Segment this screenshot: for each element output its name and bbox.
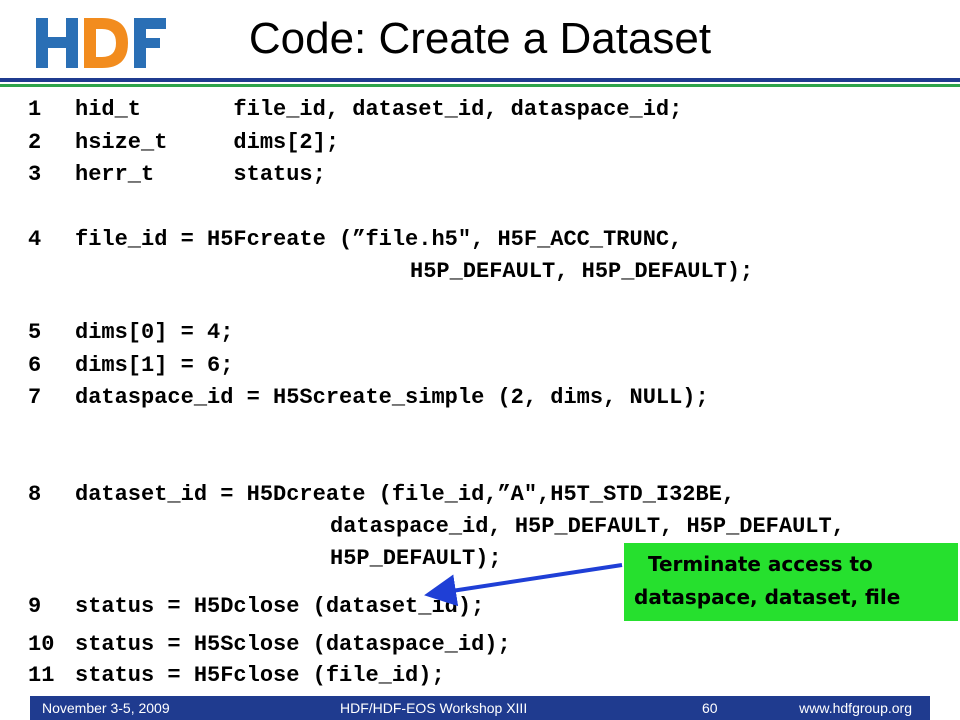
code-line: dataset_id = H5Dcreate (file_id,”A",H5T_… (75, 482, 736, 507)
line-number: 1 (28, 97, 42, 122)
slide-footer: November 3-5, 2009 HDF/HDF-EOS Workshop … (30, 696, 930, 720)
line-number: 4 (28, 227, 42, 252)
code-line: status = H5Fclose (file_id); (75, 663, 445, 688)
footer-date: November 3-5, 2009 (42, 700, 170, 716)
line-number: 10 (28, 632, 55, 657)
code-line: dims[1] = 6; (75, 353, 234, 378)
title-divider-blue (0, 78, 960, 82)
line-number: 7 (28, 385, 42, 410)
line-number: 11 (28, 663, 55, 688)
line-number: 8 (28, 482, 42, 507)
line-number: 3 (28, 162, 42, 187)
footer-page-number: 60 (702, 700, 718, 716)
code-line: status = H5Sclose (dataspace_id); (75, 632, 511, 657)
code-line-continuation: H5P_DEFAULT); (330, 546, 502, 571)
slide-title: Code: Create a Dataset (248, 14, 712, 63)
code-line: dims[0] = 4; (75, 320, 234, 345)
code-line: dataspace_id = H5Screate_simple (2, dims… (75, 385, 709, 410)
code-line: status = H5Dclose (dataset_id); (75, 594, 485, 619)
code-line-continuation: H5P_DEFAULT, H5P_DEFAULT); (410, 259, 754, 284)
callout-line-2: dataspace, dataset, file (634, 585, 901, 609)
line-number: 2 (28, 130, 42, 155)
line-number: 9 (28, 594, 42, 619)
line-number: 5 (28, 320, 42, 345)
code-line: herr_t status; (75, 162, 326, 187)
hdf-logo (36, 18, 166, 68)
title-divider-green (0, 84, 960, 87)
code-line-continuation: dataspace_id, H5P_DEFAULT, H5P_DEFAULT, (330, 514, 845, 539)
code-line: hid_t file_id, dataset_id, dataspace_id; (75, 97, 683, 122)
footer-url: www.hdfgroup.org (799, 700, 912, 716)
line-number: 6 (28, 353, 42, 378)
code-line: hsize_t dims[2]; (75, 130, 340, 155)
callout-line-1: Terminate access to (648, 552, 873, 576)
code-line: file_id = H5Fcreate (”file.h5", H5F_ACC_… (75, 227, 683, 252)
footer-event: HDF/HDF-EOS Workshop XIII (340, 700, 528, 716)
callout-box: Terminate access to dataspace, dataset, … (624, 543, 958, 621)
